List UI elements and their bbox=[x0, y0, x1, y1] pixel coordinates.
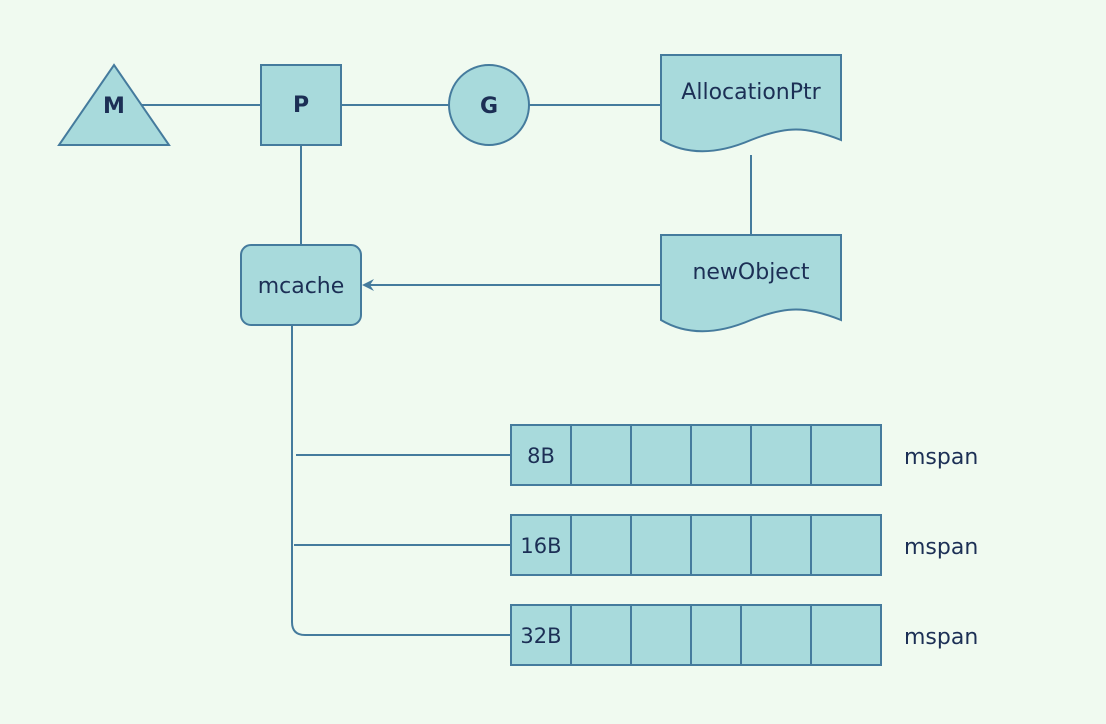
span-cell bbox=[740, 604, 812, 666]
g-label: G bbox=[480, 94, 498, 119]
span-cell bbox=[690, 424, 752, 486]
span-size-label: 16B bbox=[520, 534, 561, 558]
mspan-row-32b: 32B mspan bbox=[510, 604, 978, 666]
edge-mcache-32b bbox=[291, 325, 511, 636]
node-m: M bbox=[57, 63, 171, 146]
node-g: G bbox=[448, 64, 530, 146]
span-size-cell bbox=[510, 424, 572, 486]
span-cell bbox=[570, 424, 632, 486]
span-cell bbox=[630, 514, 692, 576]
mspan-row-16b: 16B mspan bbox=[510, 514, 978, 576]
node-allocationptr: AllocationPtr bbox=[660, 54, 842, 153]
p-square-shape bbox=[260, 64, 342, 146]
span-cell bbox=[570, 604, 632, 666]
node-mcache: mcache bbox=[240, 244, 362, 326]
mspan-row-8b: 8B mspan bbox=[510, 424, 978, 486]
g-circle-shape bbox=[448, 64, 530, 146]
span-size-label: 32B bbox=[520, 624, 561, 648]
allocationptr-document-shape bbox=[660, 54, 842, 153]
allocationptr-label: AllocationPtr bbox=[681, 80, 821, 105]
span-cell bbox=[810, 604, 882, 666]
mcache-label: mcache bbox=[258, 274, 345, 299]
span-cell bbox=[690, 604, 742, 666]
newobject-document-shape bbox=[660, 234, 842, 333]
span-cell bbox=[750, 424, 812, 486]
span-size-label: 8B bbox=[527, 444, 555, 468]
span-cell bbox=[570, 514, 632, 576]
span-size-cell bbox=[510, 514, 572, 576]
span-cell bbox=[690, 514, 752, 576]
span-cell bbox=[810, 514, 882, 576]
span-cell bbox=[630, 424, 692, 486]
mspan-label: mspan bbox=[904, 445, 978, 470]
node-p: P bbox=[260, 64, 342, 146]
span-cell bbox=[630, 604, 692, 666]
node-newobject: newObject bbox=[660, 234, 842, 333]
newobject-label: newObject bbox=[692, 260, 809, 285]
mspan-label: mspan bbox=[904, 625, 978, 650]
p-label: P bbox=[293, 93, 309, 118]
m-triangle-shape bbox=[57, 63, 171, 146]
span-cell bbox=[750, 514, 812, 576]
mspan-label: mspan bbox=[904, 535, 978, 560]
m-label: M bbox=[103, 94, 125, 119]
span-size-cell bbox=[510, 604, 572, 666]
span-cell bbox=[810, 424, 882, 486]
mcache-rounded-shape bbox=[240, 244, 362, 326]
